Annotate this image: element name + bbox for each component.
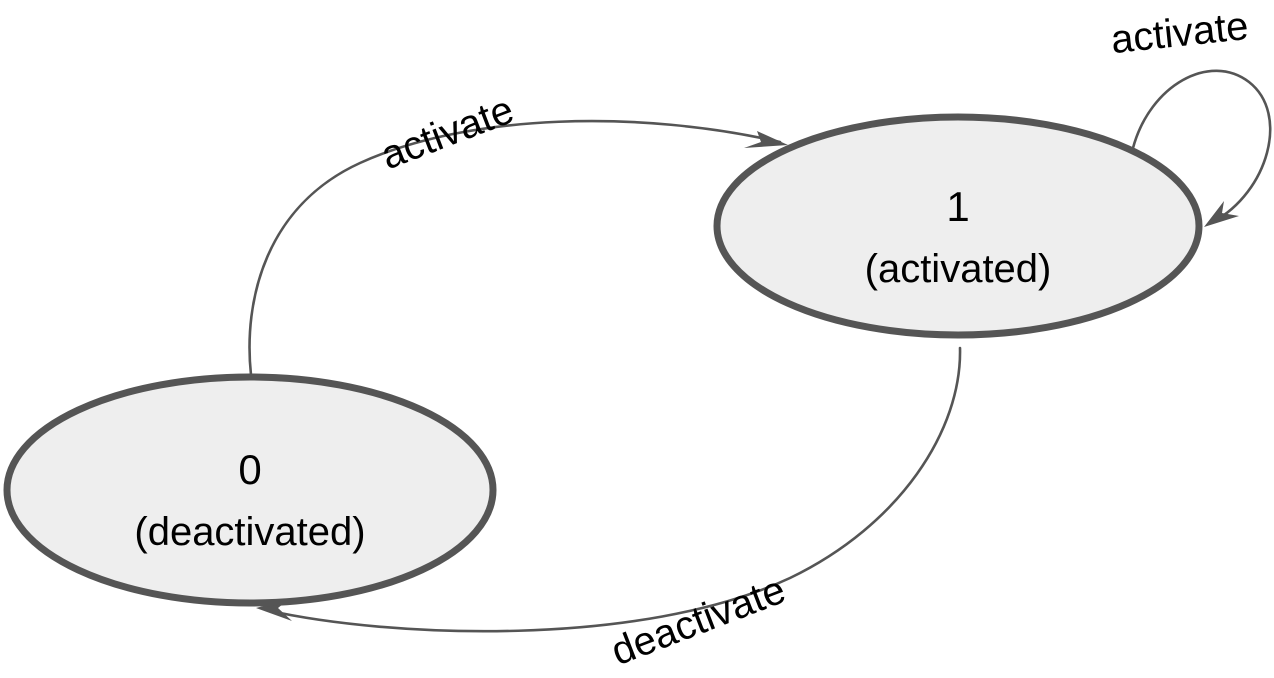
state-node-0-name-label: (deactivated) bbox=[134, 510, 365, 554]
state-node-1-name-label: (activated) bbox=[865, 247, 1052, 291]
transition-label-activate-self-loop: activate bbox=[1109, 4, 1251, 62]
transition-activate-0-to-1-arrowhead bbox=[744, 131, 788, 148]
state-node-0[interactable]: 0 (deactivated) bbox=[3, 373, 497, 607]
transition-activate-self-loop-arrowhead bbox=[1204, 201, 1239, 227]
state-node-1-id-label: 1 bbox=[946, 183, 969, 230]
state-node-1[interactable]: 1 (activated) bbox=[713, 113, 1203, 339]
transition-activate-0-to-1[interactable]: activate bbox=[248, 88, 788, 377]
transition-deactivate-1-to-0-path bbox=[264, 346, 962, 633]
transition-deactivate-1-to-0-arrowhead bbox=[256, 599, 292, 621]
state-node-0-ellipse bbox=[3, 373, 497, 607]
state-node-0-id-label: 0 bbox=[238, 446, 261, 493]
transition-activate-0-to-1-path bbox=[248, 119, 782, 377]
state-node-1-ellipse bbox=[713, 113, 1203, 339]
transition-activate-self-loop-path bbox=[1131, 69, 1272, 224]
transition-label-activate-0-to-1: activate bbox=[375, 88, 519, 178]
